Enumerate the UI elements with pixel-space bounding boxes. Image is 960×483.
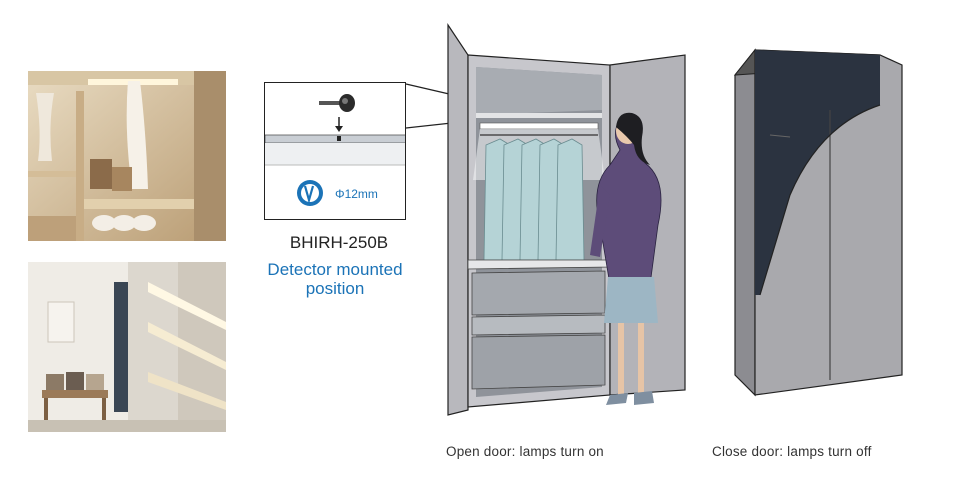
open-door-caption: Open door: lamps turn on — [446, 444, 604, 459]
hallway-photo — [28, 262, 226, 432]
diameter-label: Φ12mm — [335, 187, 378, 201]
closet-photo — [28, 71, 226, 241]
model-number: BHIRH-250B — [289, 233, 389, 252]
mount-line-2: position — [305, 279, 365, 298]
closed-wardrobe-illustration — [733, 48, 903, 397]
close-door-caption: Close door: lamps turn off — [712, 444, 872, 459]
open-wardrobe-illustration — [447, 23, 686, 416]
mount-line-1: Detector mounted — [267, 260, 403, 279]
detector-icon — [265, 94, 405, 206]
mount-position-label: Detector mounted position — [240, 260, 430, 298]
detector-inset — [264, 82, 406, 220]
